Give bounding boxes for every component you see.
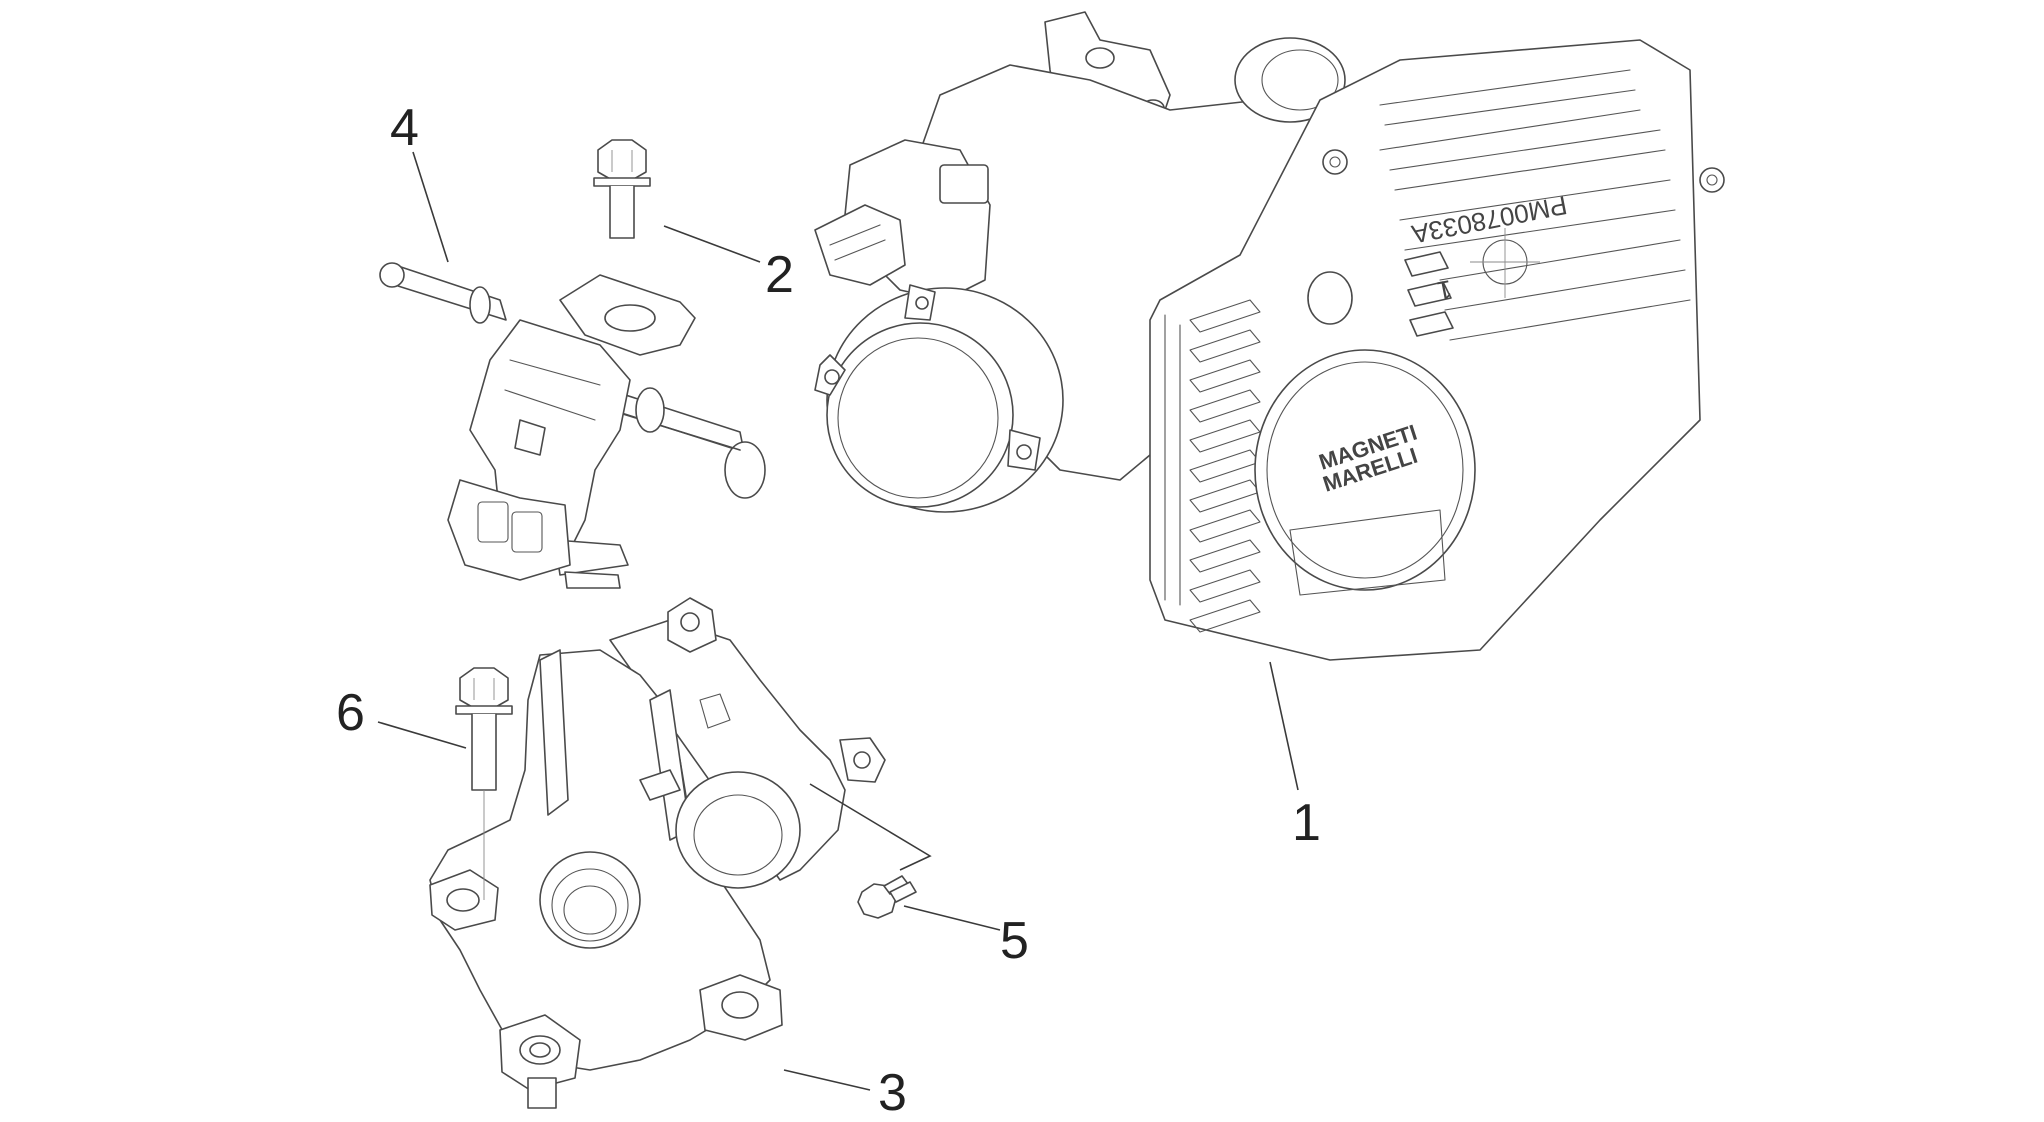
part-6-bolt [455,667,513,900]
callout-2: 2 [765,246,794,304]
callout-3: 3 [878,1064,907,1122]
callout-6: 6 [336,684,365,742]
callout-1: 1 [1292,794,1321,852]
part-2-bolt [593,139,651,239]
part-4-fuel-injector [379,262,766,589]
target-symbol [1470,228,1540,298]
callout-4: 4 [390,99,419,157]
part-5-screw [857,875,917,919]
part-3-intake-manifold [429,597,886,1109]
cooling-fins-right [1379,69,1691,341]
leader-lines [377,151,1299,1091]
index-marking: 1 [1435,274,1455,306]
part-1-throttle-body: PM0078033A 1 MAGNETI MARELLI [814,11,1725,661]
callout-5: 5 [1000,912,1029,970]
callout-labels: 1 2 3 4 5 6 [336,99,1321,1122]
